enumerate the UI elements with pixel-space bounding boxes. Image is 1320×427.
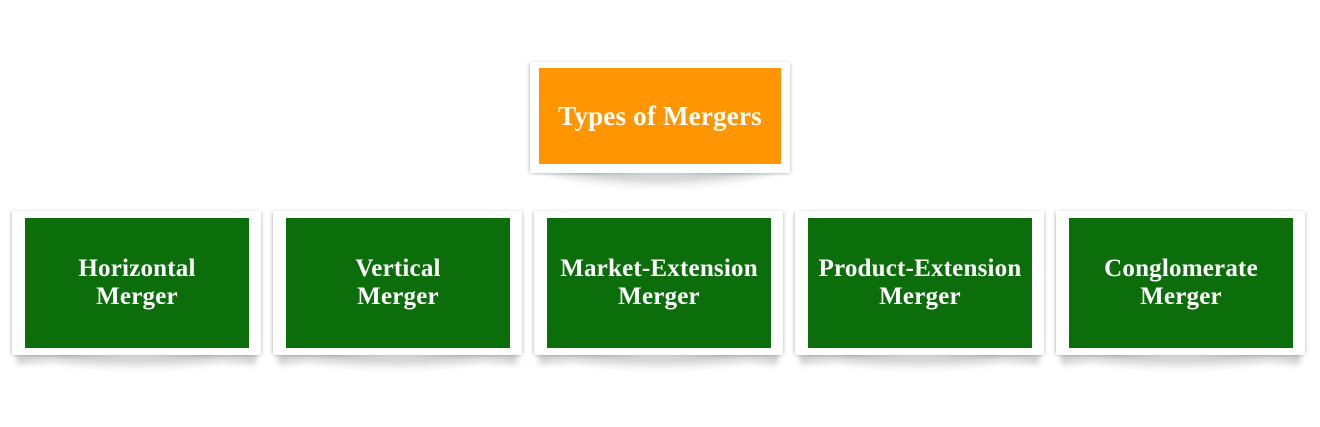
leaf-node-label: Product-Extension Merger	[818, 254, 1022, 311]
root-node-label: Types of Mergers	[558, 100, 762, 131]
leaf-node-fill: Product-Extension Merger	[808, 218, 1032, 348]
diagram-node-vertical-merger[interactable]: Vertical Merger	[273, 211, 522, 370]
leaf-node-fill: Horizontal Merger	[25, 218, 249, 348]
leaf-node-fill: Conglomerate Merger	[1069, 218, 1293, 348]
leaf-node-label: Market-Extension Merger	[560, 254, 758, 311]
leaf-node-label: Conglomerate Merger	[1104, 254, 1258, 311]
diagram-node-root[interactable]: Types of Mergers	[530, 62, 790, 188]
leaf-node-fill: Market-Extension Merger	[547, 218, 771, 348]
diagram-node-conglomerate-merger[interactable]: Conglomerate Merger	[1056, 211, 1305, 370]
diagram-node-market-extension-merger[interactable]: Market-Extension Merger	[534, 211, 783, 370]
root-node-fill: Types of Mergers	[539, 68, 781, 164]
leaf-node-label: Horizontal Merger	[78, 254, 196, 311]
diagram-node-product-extension-merger[interactable]: Product-Extension Merger	[795, 211, 1044, 370]
leaf-node-label: Vertical Merger	[355, 254, 441, 311]
leaf-node-fill: Vertical Merger	[286, 218, 510, 348]
diagram-node-horizontal-merger[interactable]: Horizontal Merger	[12, 211, 261, 370]
